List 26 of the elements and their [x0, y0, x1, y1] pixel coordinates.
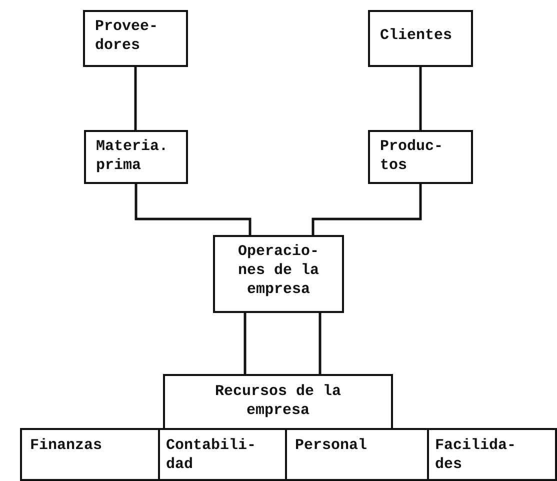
box-label: Provee- dores [95, 17, 160, 55]
connector-line [312, 184, 422, 235]
resource-cell [285, 428, 429, 481]
connector-line [419, 67, 422, 130]
connector-line [318, 313, 322, 374]
box-label: Materia. prima [96, 137, 170, 175]
resource-cell [427, 428, 557, 481]
process-box [84, 130, 188, 184]
box-label: Clientes [380, 26, 454, 45]
box-label: Finanzas [30, 436, 104, 455]
connector-line [134, 67, 137, 130]
box-label: Operacio- nes de la empresa [236, 242, 320, 299]
connector-line [244, 313, 246, 374]
box-label: Personal [295, 436, 368, 455]
box-label: Contabili- dad [166, 436, 258, 474]
client-box [368, 10, 473, 67]
connector-line [134, 184, 252, 235]
resource-box [163, 374, 393, 430]
box-label: Facilida- des [435, 436, 518, 474]
process-box [368, 130, 473, 184]
box-label: Recursos de la empresa [214, 382, 342, 420]
box-label: Produc- tos [380, 137, 444, 175]
process-box [213, 235, 344, 313]
resource-cell [20, 428, 160, 481]
supplier-box [83, 10, 188, 67]
resource-cell [158, 428, 287, 481]
